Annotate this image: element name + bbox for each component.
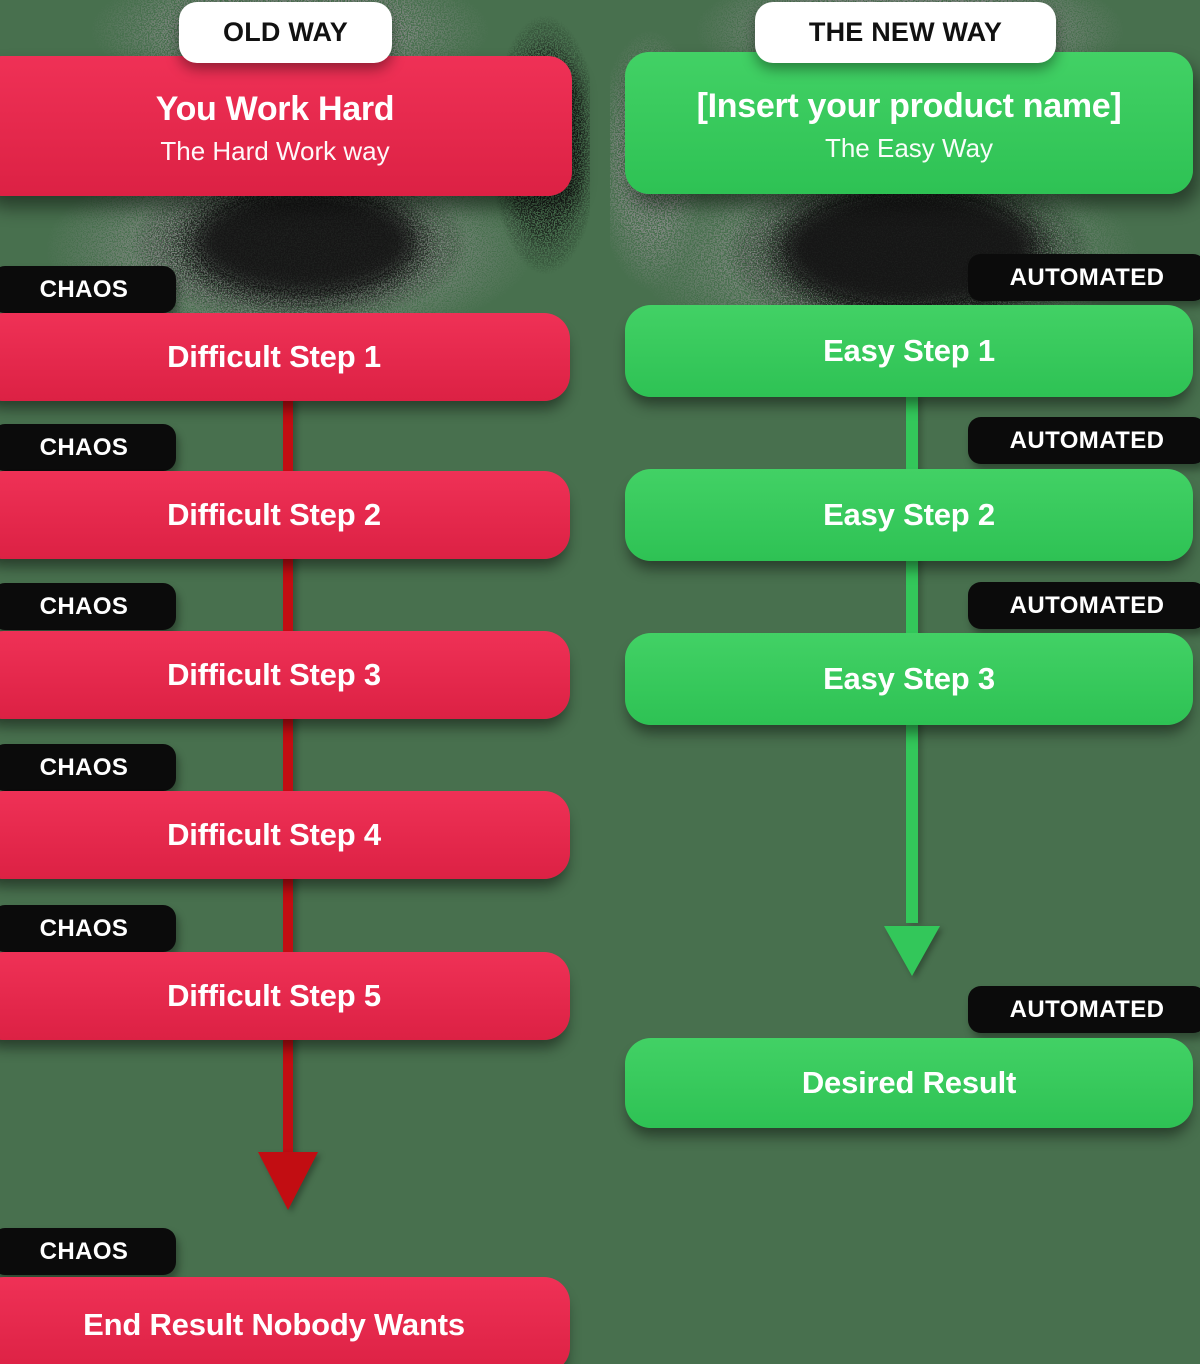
old-step-box-5: Difficult Step 5 — [0, 952, 570, 1040]
chaos-tag-6: CHAOS — [0, 1228, 176, 1275]
new-way-result-box: Desired Result — [625, 1038, 1193, 1128]
new-way-header-box: [Insert your product name] The Easy Way — [625, 52, 1193, 194]
new-way-badge-label: THE NEW WAY — [808, 17, 1003, 47]
chaos-tag-label: CHAOS — [39, 1237, 129, 1265]
old-way-header-box: You Work Hard The Hard Work way — [0, 56, 572, 196]
old-step-box-2: Difficult Step 2 — [0, 471, 570, 559]
chaos-tag-5: CHAOS — [0, 905, 176, 952]
automated-tag-1: AUTOMATED — [968, 254, 1200, 301]
automated-tag-label: AUTOMATED — [1009, 426, 1165, 454]
chaos-tag-1: CHAOS — [0, 266, 176, 313]
new-step-box-1: Easy Step 1 — [625, 305, 1193, 397]
new-step-box-2: Easy Step 2 — [625, 469, 1193, 561]
old-step-box-3: Difficult Step 3 — [0, 631, 570, 719]
old-step-label: Difficult Step 5 — [167, 978, 381, 1013]
old-step-label: Difficult Step 4 — [167, 817, 381, 852]
chaos-tag-4: CHAOS — [0, 744, 176, 791]
old-step-label: Difficult Step 2 — [167, 497, 381, 532]
automated-tag-label: AUTOMATED — [1009, 591, 1165, 619]
new-way-badge: THE NEW WAY — [755, 2, 1056, 63]
old-way-title: You Work Hard — [155, 90, 395, 129]
old-step-box-1: Difficult Step 1 — [0, 313, 570, 401]
old-way-badge: OLD WAY — [179, 2, 392, 63]
new-way-subtitle: The Easy Way — [824, 132, 994, 163]
new-step-label: Easy Step 3 — [823, 661, 995, 696]
automated-tag-label: AUTOMATED — [1009, 995, 1165, 1023]
chaos-tag-label: CHAOS — [39, 275, 129, 303]
new-way-result-label: Desired Result — [801, 1065, 1017, 1100]
old-way-subtitle: The Hard Work way — [160, 135, 390, 166]
automated-tag-2: AUTOMATED — [968, 417, 1200, 464]
chaos-tag-2: CHAOS — [0, 424, 176, 471]
old-step-label: Difficult Step 3 — [167, 657, 381, 692]
old-way-arrow-head-icon — [258, 1152, 318, 1210]
new-way-title: [Insert your product name] — [696, 87, 1122, 126]
new-step-label: Easy Step 2 — [823, 497, 995, 532]
automated-tag-label: AUTOMATED — [1009, 263, 1165, 291]
old-step-box-4: Difficult Step 4 — [0, 791, 570, 879]
chaos-tag-label: CHAOS — [39, 592, 129, 620]
old-way-result-box: End Result Nobody Wants — [0, 1277, 570, 1364]
automated-tag-4: AUTOMATED — [968, 986, 1200, 1033]
new-step-box-3: Easy Step 3 — [625, 633, 1193, 725]
chaos-tag-label: CHAOS — [39, 914, 129, 942]
old-way-badge-label: OLD WAY — [223, 17, 348, 47]
chaos-tag-label: CHAOS — [39, 433, 129, 461]
old-step-label: Difficult Step 1 — [167, 339, 381, 374]
new-step-label: Easy Step 1 — [823, 333, 995, 368]
new-way-arrow-head-icon — [884, 926, 940, 976]
automated-tag-3: AUTOMATED — [968, 582, 1200, 629]
old-way-result-label: End Result Nobody Wants — [83, 1307, 465, 1342]
chaos-tag-label: CHAOS — [39, 753, 129, 781]
chaos-tag-3: CHAOS — [0, 583, 176, 630]
old-way-arrow-line — [283, 398, 293, 1156]
